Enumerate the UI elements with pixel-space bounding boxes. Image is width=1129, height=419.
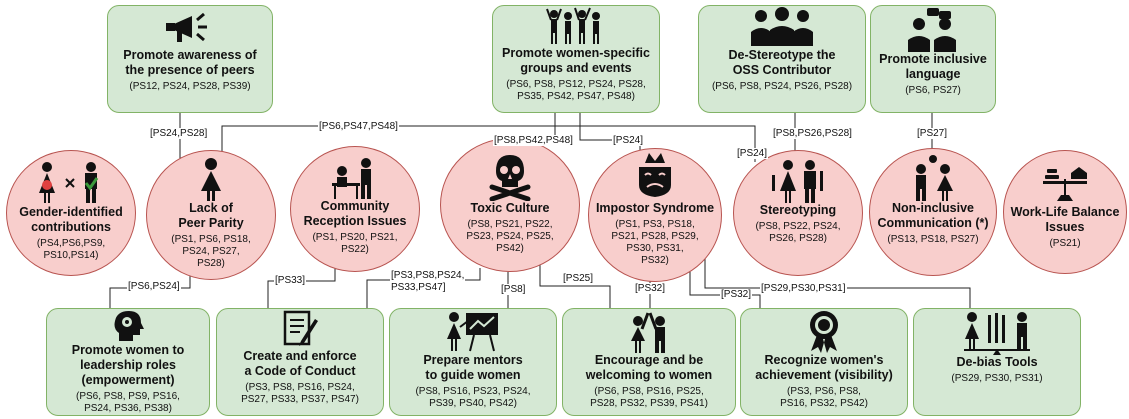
solution-title: De-bias Tools <box>956 355 1038 369</box>
solution-title: Encourage and be welcoming to women <box>585 353 713 382</box>
edge-label: [PS6,PS24] <box>127 281 181 292</box>
code-of-conduct-document-icon <box>283 310 318 346</box>
edge-label: [PS3,PS8,PS24, PS33,PS47] <box>390 270 466 294</box>
solution-debias-tools: De-bias Tools (PS29, PS30, PS31) <box>913 308 1081 416</box>
challenge-refs: (PS8, PS21, PS22, PS23, PS24, PS25, PS42… <box>466 219 554 254</box>
challenge-refs: (PS1, PS6, PS18, PS24, PS27, PS28) <box>171 234 251 269</box>
mentor-board-icon <box>447 312 498 352</box>
challenge-work-life-balance: Work-Life Balance Issues (PS21) <box>1003 150 1127 274</box>
solution-destereotype: De-Stereotype the OSS Contributor (PS6, … <box>698 5 866 113</box>
challenge-title: Non-inclusive Communication (*) <box>877 201 989 230</box>
high-five-icon <box>631 312 665 353</box>
solution-code-of-conduct: Create and enforce a Code of Conduct (PS… <box>216 308 384 416</box>
edge-label: [PS29,PS30,PS31] <box>760 283 847 294</box>
tools-balance-icon <box>964 312 1030 355</box>
challenge-title: Stereotyping <box>759 203 837 217</box>
edge-label: [PS27] <box>916 128 949 139</box>
edge-label: [PS8,PS42,PS48] <box>493 135 574 146</box>
challenge-refs: (PS8, PS22, PS24, PS26, PS28) <box>755 221 841 244</box>
solution-title: De-Stereotype the OSS Contributor <box>728 48 836 77</box>
edge-label: [PS24] <box>612 135 645 146</box>
solution-title: Promote women-specific groups and events <box>502 46 650 75</box>
woman-icon <box>201 158 221 201</box>
solution-refs: (PS6, PS8, PS9, PS16, PS24, PS36, PS38) <box>76 391 180 414</box>
challenge-title: Gender-identified contributions <box>19 205 123 234</box>
edge-label: [PS33] <box>274 275 307 286</box>
solution-encourage-welcoming: Encourage and be welcoming to women (PS6… <box>562 308 736 416</box>
challenge-community-reception: Community Reception Issues (PS1, PS20, P… <box>290 146 420 272</box>
solution-title: Promote inclusive language <box>879 52 987 81</box>
solution-title: Create and enforce a Code of Conduct <box>243 349 357 378</box>
talking-people-icon <box>916 155 953 201</box>
challenge-refs: (PS4,PS6,PS9, PS10,PS14) <box>36 238 106 261</box>
challenge-noninclusive-communication: Non-inclusive Communication (*) (PS13, P… <box>869 148 997 276</box>
solution-refs: (PS12, PS24, PS28, PS39) <box>129 81 251 92</box>
edge-label: [PS24] <box>736 148 769 159</box>
solution-refs: (PS3, PS8, PS16, PS24, PS27, PS33, PS37,… <box>241 382 359 405</box>
edge-label: [PS8,PS26,PS28] <box>772 128 853 139</box>
gender-identity-icon <box>39 162 99 203</box>
solution-women-groups: Promote women-specific groups and events… <box>492 5 660 113</box>
edge-label: [PS25] <box>562 273 595 284</box>
solution-recognize-achievement: Recognize women's achievement (visibilit… <box>740 308 908 416</box>
challenge-stereotyping: Stereotyping (PS8, PS22, PS24, PS26, PS2… <box>733 150 863 276</box>
solution-refs: (PS6, PS8, PS16, PS25, PS28, PS32, PS39,… <box>590 386 708 409</box>
megaphone-icon <box>166 12 207 42</box>
stereotype-people-icon <box>772 160 823 203</box>
challenge-title: Toxic Culture <box>470 201 550 215</box>
solution-mentors: Prepare mentors to guide women (PS8, PS1… <box>389 308 557 416</box>
crowned-masks-icon <box>639 153 671 197</box>
head-gears-icon <box>114 311 144 341</box>
skull-crossbones-icon <box>489 155 531 201</box>
solution-refs: (PS6, PS27) <box>905 85 961 96</box>
conversation-icon <box>908 8 956 52</box>
solution-refs: (PS6, PS8, PS24, PS26, PS28) <box>711 81 853 92</box>
solution-title: Recognize women's achievement (visibilit… <box>755 353 893 382</box>
edge-label: [PS32] <box>634 283 667 294</box>
challenge-title: Work-Life Balance Issues <box>1010 205 1120 234</box>
solution-leadership: Promote women to leadership roles (empow… <box>46 308 210 416</box>
edge-label: [PS8] <box>500 284 527 295</box>
solution-refs: (PS8, PS16, PS23, PS24, PS39, PS40, PS42… <box>415 386 531 409</box>
challenge-title: Lack of Peer Parity <box>178 201 244 230</box>
edge-label: [PS24,PS28] <box>149 128 209 139</box>
solution-title: Promote awareness of the presence of pee… <box>123 48 257 77</box>
balance-scale-icon <box>1043 167 1087 201</box>
challenge-title: Impostor Syndrome <box>595 201 715 215</box>
challenge-gender-identified: Gender-identified contributions (PS4,PS6… <box>6 150 136 276</box>
challenge-toxic-culture: Toxic Culture (PS8, PS21, PS22, PS23, PS… <box>440 138 580 272</box>
challenge-impostor-syndrome: Impostor Syndrome (PS1, PS3, PS18, PS21,… <box>588 148 722 282</box>
edge-label: [PS6,PS47,PS48] <box>318 121 399 132</box>
solution-inclusive-language: Promote inclusive language (PS6, PS27) <box>870 5 996 113</box>
solution-refs: (PS3, PS6, PS8, PS16, PS32, PS42) <box>780 386 868 409</box>
challenge-refs: (PS21) <box>1049 238 1081 249</box>
solution-refs: (PS6, PS8, PS12, PS24, PS28, PS35, PS42,… <box>506 79 646 102</box>
solution-promote-awareness: Promote awareness of the presence of pee… <box>107 5 273 113</box>
desk-meeting-icon <box>332 158 371 199</box>
solution-refs: (PS29, PS30, PS31) <box>951 373 1043 384</box>
award-ribbon-icon <box>810 311 838 353</box>
solution-title: Promote women to leadership roles (empow… <box>71 343 185 387</box>
team-people-icon <box>751 7 813 46</box>
challenge-refs: (PS13, PS18, PS27) <box>887 234 979 245</box>
edge-label: [PS32] <box>720 289 753 300</box>
challenge-peer-parity: Lack of Peer Parity (PS1, PS6, PS18, PS2… <box>146 150 276 280</box>
solution-title: Prepare mentors to guide women <box>423 353 523 382</box>
group-celebration-icon <box>546 7 600 44</box>
challenge-title: Community Reception Issues <box>303 199 407 228</box>
challenge-refs: (PS1, PS20, PS21, PS22) <box>312 232 398 255</box>
challenge-refs: (PS1, PS3, PS18, PS21, PS28, PS29, PS30,… <box>611 219 699 266</box>
